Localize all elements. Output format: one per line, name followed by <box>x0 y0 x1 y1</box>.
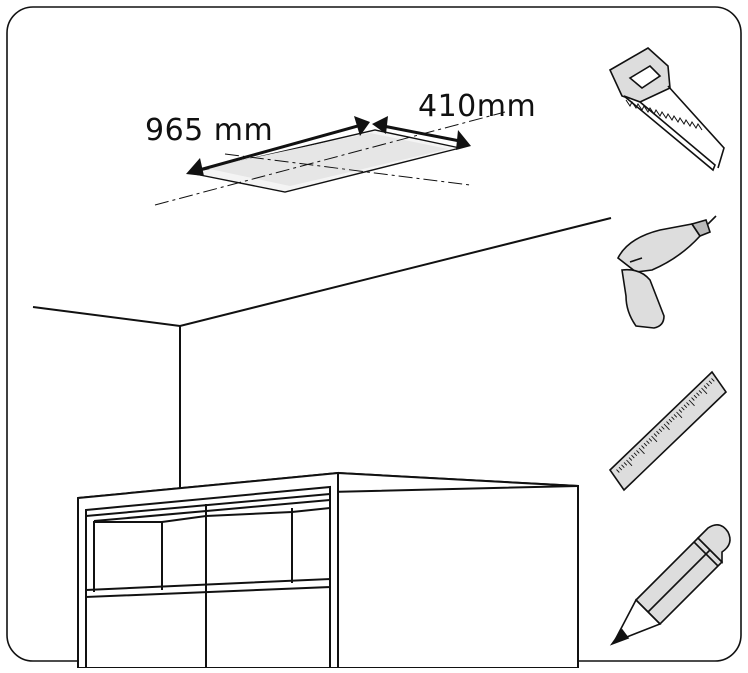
saw-icon <box>608 47 725 172</box>
kitchen-cabinet <box>77 471 579 669</box>
ruler-body <box>608 370 728 492</box>
depth-arrow-right <box>456 130 471 150</box>
pencil-eraser <box>696 524 731 564</box>
depth-dimension-label: 410mm <box>418 89 537 124</box>
drill-chuck <box>690 219 711 237</box>
saw-handle-grip-hole <box>628 64 662 89</box>
cabinet-inner-back-right <box>205 507 331 517</box>
cabinet-shelf-top <box>85 493 331 517</box>
drill-grip <box>621 268 665 329</box>
width-arrow-left <box>186 158 204 176</box>
drill-icon <box>616 215 717 329</box>
room-walls <box>32 217 612 488</box>
cabinet-side <box>337 471 579 669</box>
ruler-icon <box>608 370 728 492</box>
drill-bit <box>707 215 717 225</box>
ceiling-cutout <box>154 111 506 206</box>
saw-frame <box>667 85 725 169</box>
pencil-tip-lead <box>609 628 630 646</box>
pencil-tip-wood <box>612 598 662 644</box>
width-dimension-label: 965 mm <box>145 113 274 148</box>
pencil-eraser-band <box>693 541 719 567</box>
pencil-body-stripe <box>647 549 711 613</box>
saw-blade <box>623 95 716 172</box>
ruler-ticks <box>616 378 715 473</box>
width-dimension-line <box>191 122 366 174</box>
cabinet-inner-back-left <box>94 515 207 523</box>
centerline-long <box>154 111 506 206</box>
saw-teeth <box>625 99 703 131</box>
depth-arrow-left <box>372 116 388 134</box>
cabinet-shelf-top-2 <box>93 499 331 522</box>
drill-trigger <box>629 257 643 263</box>
centerline-short <box>224 153 471 186</box>
pencil-icon <box>609 524 731 646</box>
width-arrow-right <box>354 116 370 136</box>
depth-dimension-line <box>377 123 466 144</box>
cabinet-shelf-middle <box>85 577 331 599</box>
